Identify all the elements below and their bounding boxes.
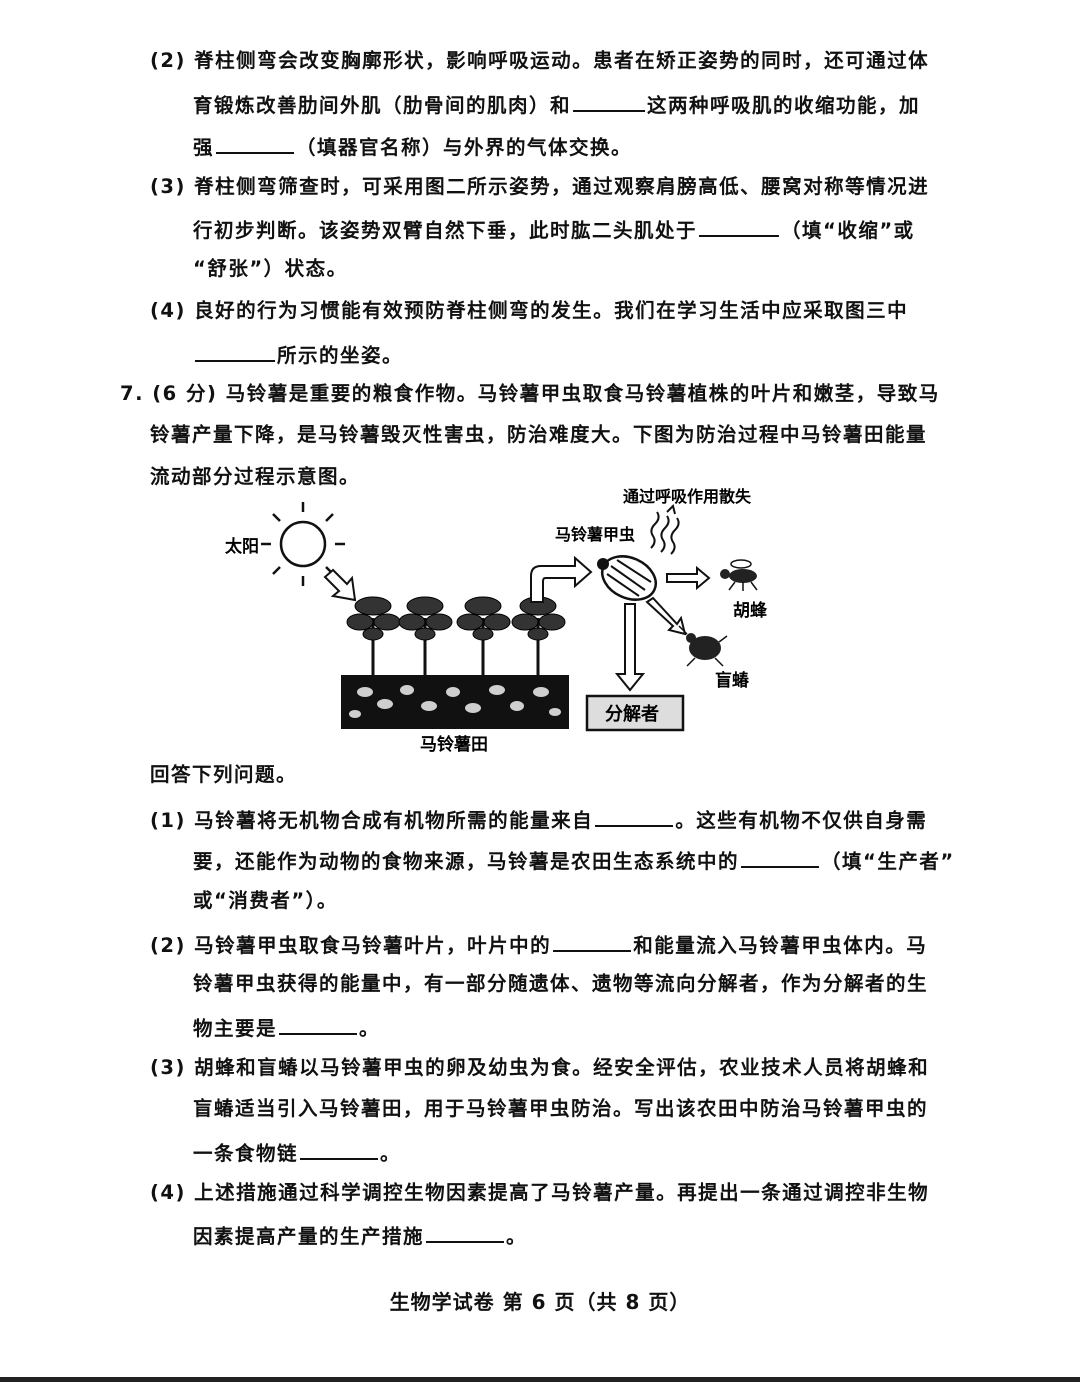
soil	[341, 675, 569, 729]
text: 一条食物链	[193, 1142, 299, 1165]
q6-p3-line2: 行初步判断。该姿势双臂自然下垂，此时肱二头肌处于 （填“收缩”或	[193, 215, 915, 244]
q6-p2-line3: 强 （填器官名称）与外界的气体交换。	[193, 132, 632, 161]
text: 。	[380, 1142, 402, 1165]
answer-blank[interactable]	[216, 132, 295, 154]
text: 要，还能作为动物的食物来源，马铃薯是农田生态系统中的	[193, 850, 740, 873]
field-label: 马铃薯田	[420, 734, 488, 755]
answer-blank[interactable]	[195, 340, 275, 362]
mirid-bug-icon	[678, 625, 728, 667]
text: 这两种呼吸肌的收缩功能，加	[647, 94, 921, 117]
decomposer-label: 分解者	[605, 703, 659, 725]
text: 育锻炼改善肋间外肌（肋骨间的肌肉）和	[193, 94, 572, 117]
q7-p3-line2: 盲蝽适当引入马铃薯田，用于马铃薯甲虫防治。写出该农田中防治马铃薯甲虫的	[193, 1097, 929, 1120]
q7-p2-line2: 铃薯甲虫获得的能量中，有一部分随遗体、遗物等流向分解者，作为分解者的生	[193, 972, 929, 995]
q6-p2-line2: 育锻炼改善肋间外肌（肋骨间的肌肉）和 这两种呼吸肌的收缩功能，加	[193, 90, 920, 119]
q7-p4-line1: (4) 上述措施通过科学调控生物因素提高了马铃薯产量。再提出一条通过调控非生物	[150, 1181, 930, 1204]
respiration-label: 通过呼吸作用散失	[623, 487, 752, 506]
energy-flow-diagram: 太阳 马铃薯田	[225, 487, 768, 755]
answer-blank[interactable]	[553, 930, 632, 952]
text: 。	[359, 1017, 381, 1040]
text: 所示的坐姿。	[277, 344, 404, 367]
answer-blank[interactable]	[595, 805, 674, 827]
text: 行初步判断。该姿势双臂自然下垂，此时肱二头肌处于	[193, 219, 698, 242]
q7-intro-line1: 7. (6 分) 马铃薯是重要的粮食作物。马铃薯甲虫取食马铃薯植株的叶片和嫩茎，…	[120, 382, 940, 405]
q7-p4-line2: 因素提高产量的生产措施 。	[193, 1221, 527, 1250]
sun-icon	[261, 502, 345, 586]
text: 因素提高产量的生产措施	[193, 1225, 425, 1248]
answer-blank[interactable]	[279, 1013, 358, 1035]
q7-p2-line1: (2) 马铃薯甲虫取食马铃薯叶片，叶片中的 和能量流入马铃薯甲虫体内。马	[150, 930, 927, 959]
q6-p3-line1: (3) 脊柱侧弯筛查时，可采用图二所示姿势，通过观察肩膀高低、腰窝对称等情况进	[150, 175, 930, 198]
q7-p2-line3: 物主要是 。	[193, 1013, 380, 1042]
text: (1) 马铃薯将无机物合成有机物所需的能量来自	[150, 809, 594, 832]
text: (2) 马铃薯甲虫取食马铃薯叶片，叶片中的	[150, 934, 552, 957]
bug-label: 盲蝽	[715, 670, 750, 691]
potato-tubers	[349, 685, 561, 718]
q7-p3-line1: (3) 胡蜂和盲蝽以马铃薯甲虫的卵及幼虫为食。经安全评估，农业技术人员将胡蜂和	[150, 1056, 930, 1079]
text: 强	[193, 136, 215, 159]
text: 和能量流入马铃薯甲虫体内。马	[633, 934, 928, 957]
q6-p3-line3: “舒张”）状态。	[193, 257, 348, 280]
q6-p4-line1: (4) 良好的行为习惯能有效预防脊柱侧弯的发生。我们在学习生活中应采取图三中	[150, 299, 909, 322]
q7-p1-line1: (1) 马铃薯将无机物合成有机物所需的能量来自 。这些有机物不仅供自身需	[150, 805, 927, 834]
answer-blank[interactable]	[426, 1221, 505, 1243]
sunlight-arrow	[323, 568, 357, 602]
page-footer: 生物学试卷 第 6 页（共 8 页）	[389, 1290, 691, 1314]
text: （填“收缩”或	[781, 219, 915, 242]
text: 。	[506, 1225, 528, 1248]
decomposer-box	[585, 694, 685, 732]
q7-p1-line2: 要，还能作为动物的食物来源，马铃薯是农田生态系统中的 （填“生产者”	[193, 846, 955, 875]
sun-label: 太阳	[225, 536, 259, 557]
q7-intro-line2: 铃薯产量下降，是马铃薯毁灭性害虫，防治难度大。下图为防治过程中马铃薯田能量	[150, 423, 928, 446]
q7-intro-line3: 流动部分过程示意图。	[150, 465, 361, 488]
answer-blank[interactable]	[699, 215, 780, 237]
beetle-label: 马铃薯甲虫	[555, 525, 635, 544]
bottom-border	[0, 1377, 1080, 1382]
text: 物主要是	[193, 1017, 278, 1040]
heat-loss-arrows	[650, 504, 680, 555]
answer-prompt: 回答下列问题。	[150, 763, 298, 786]
energy-to-beetle-arrow	[530, 555, 593, 603]
q6-p4-line2: 所示的坐姿。	[193, 340, 403, 369]
q7-p3-line3: 一条食物链 。	[193, 1138, 401, 1167]
wasp-label: 胡蜂	[733, 600, 768, 621]
q6-p2-line1: (2) 脊柱侧弯会改变胸廓形状，影响呼吸运动。患者在矫正姿势的同时，还可通过体	[150, 49, 930, 72]
text: （填“生产者”	[821, 850, 955, 873]
beetle-to-decomposer-arrow	[614, 603, 646, 692]
beetle-to-bug-arrow	[645, 596, 687, 636]
wasp-icon	[720, 559, 758, 591]
text: （填器官名称）与外界的气体交换。	[296, 136, 633, 159]
answer-blank[interactable]	[741, 846, 820, 868]
beetle-to-wasp-arrow	[666, 565, 711, 591]
potato-plants	[346, 596, 566, 678]
q7-p1-line3: 或“消费者”）。	[193, 889, 338, 912]
answer-blank[interactable]	[573, 90, 646, 112]
potato-beetle-icon	[597, 555, 657, 601]
text: 。这些有机物不仅供自身需	[675, 809, 928, 832]
answer-blank[interactable]	[300, 1138, 379, 1160]
